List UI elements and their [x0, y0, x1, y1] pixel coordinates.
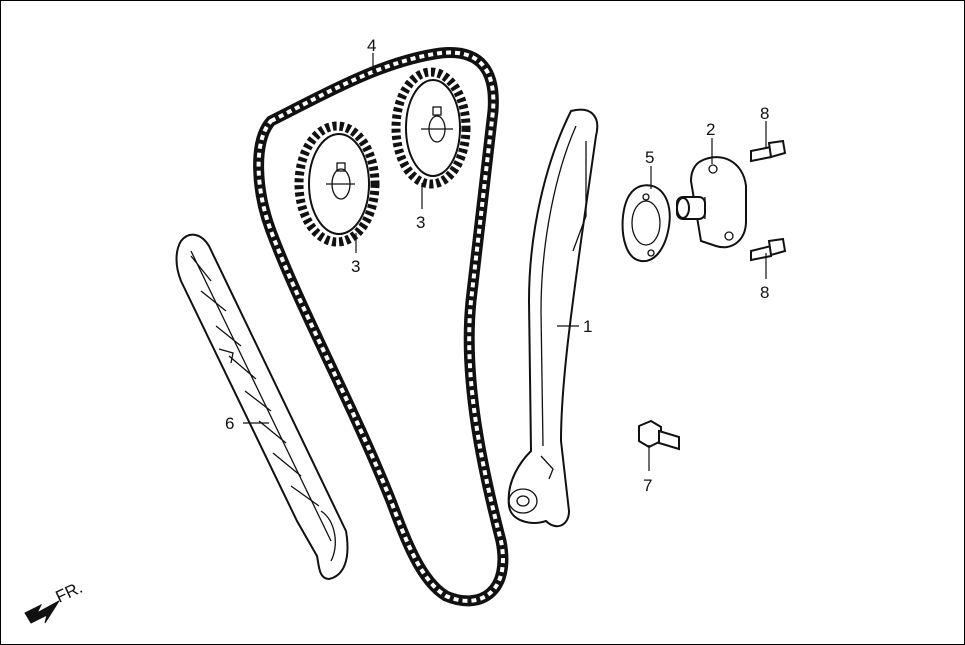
- callout-1: 1: [583, 317, 592, 336]
- callout-6: 6: [225, 414, 234, 433]
- chain-links: [256, 50, 505, 603]
- callout-labels: 4 3 3 1 2 5 8 8 7 6: [225, 36, 769, 495]
- callout-4: 4: [367, 36, 376, 55]
- callout-8-upper: 8: [760, 104, 769, 123]
- callout-8-lower: 8: [760, 283, 769, 302]
- callout-7: 7: [643, 476, 652, 495]
- bolt-lower: [750, 237, 787, 262]
- tensioner-lifter: [676, 156, 747, 249]
- leader-lines: [243, 53, 767, 471]
- tensioner-arm: [507, 108, 599, 528]
- chain-guide: [175, 233, 349, 581]
- callout-3-left: 3: [351, 257, 360, 276]
- pivot-bolt: [638, 419, 680, 451]
- timing-chain: [253, 47, 509, 607]
- front-direction-indicator: FR.: [24, 578, 86, 624]
- callout-3-right: 3: [416, 213, 425, 232]
- cam-sprocket-left: [294, 121, 380, 247]
- bolt-upper: [750, 139, 787, 163]
- front-arrow-icon: [24, 600, 60, 624]
- callout-2: 2: [706, 120, 715, 139]
- cam-sprocket-right: [391, 67, 471, 189]
- callout-5: 5: [645, 148, 654, 167]
- tensioner-gasket: [621, 184, 671, 263]
